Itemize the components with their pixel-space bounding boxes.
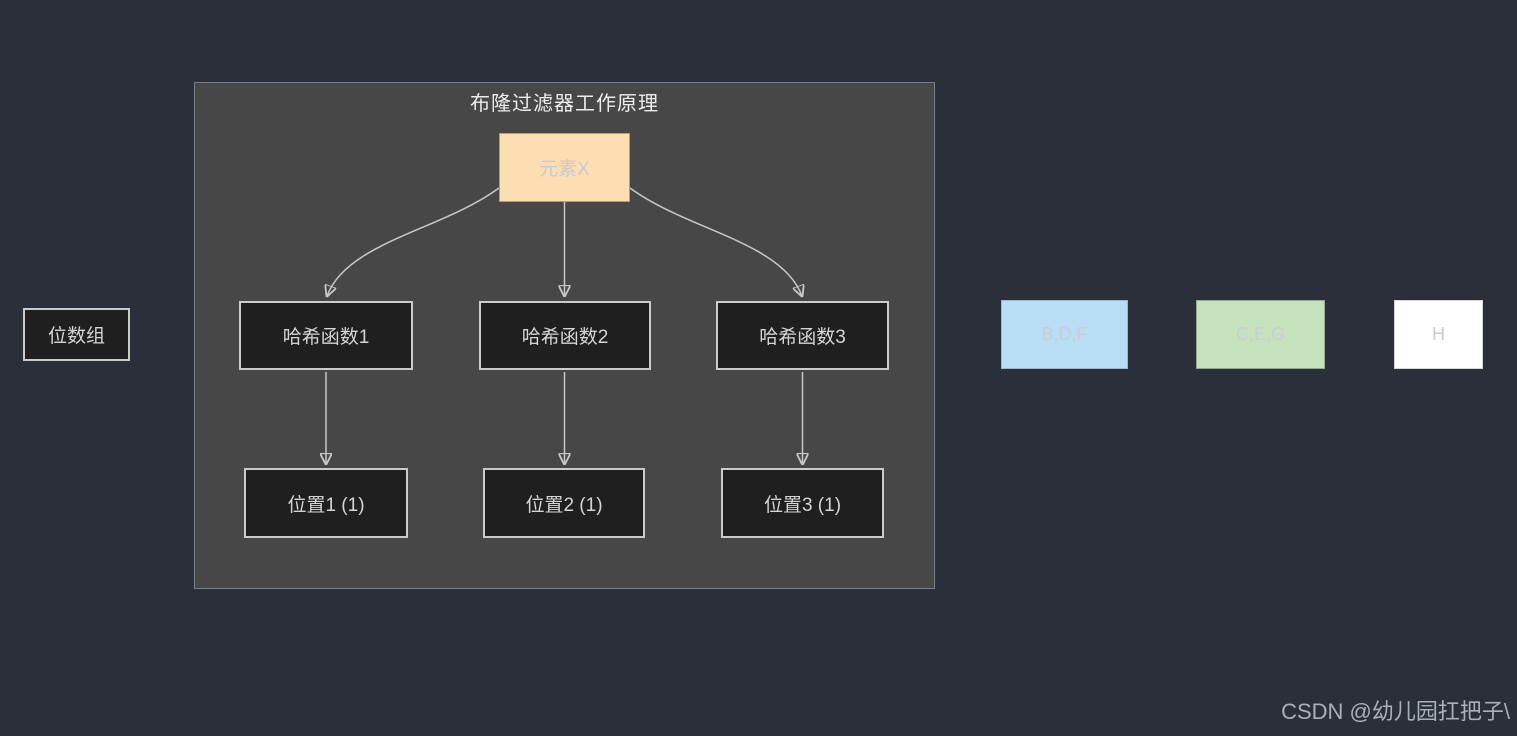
hash-function-3-node: 哈希函数3 [716,301,889,370]
position-1-node: 位置1 (1) [244,468,408,538]
bit-array-box: 位数组 [23,308,130,361]
position-2-node: 位置2 (1) [483,468,645,538]
position-3-node: 位置3 (1) [721,468,884,538]
result-box-bdf: B,D,F [1001,300,1128,369]
result-box-ceg: C,E,G [1196,300,1325,369]
hash-function-1-node: 哈希函数1 [239,301,413,370]
diagram-title: 布隆过滤器工作原理 [470,93,659,115]
csdn-watermark: CSDN @幼儿园扛把子\ [1281,699,1510,724]
hash-function-2-node: 哈希函数2 [479,301,651,370]
element-x-node: 元素X [499,133,630,202]
result-box-h: H [1394,300,1483,369]
